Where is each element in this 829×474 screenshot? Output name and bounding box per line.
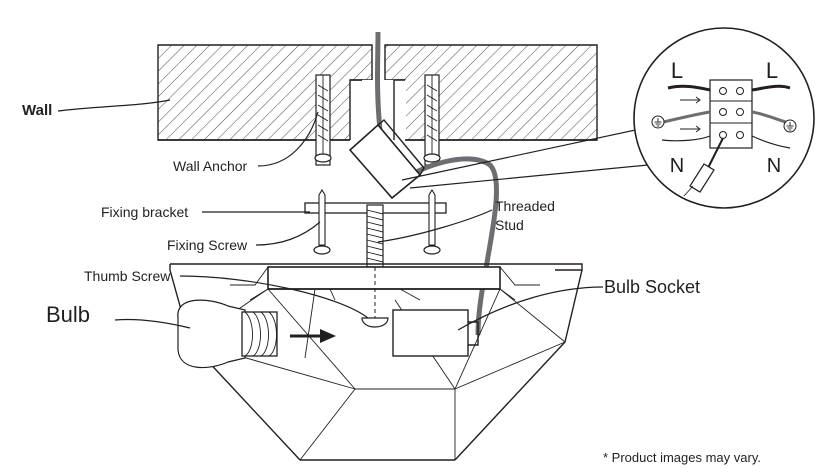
fixing-screw-label: Fixing Screw (167, 237, 248, 253)
wall-label: Wall (22, 102, 52, 119)
threaded-stud-label-line2: Stud (495, 217, 524, 233)
bulb-socket-leader (457, 286, 604, 331)
fixing-screw-right (423, 188, 441, 255)
live-label-right: L (766, 58, 778, 83)
live-label-left: L (671, 58, 683, 83)
wiring-inset (633, 27, 815, 209)
arrow-right-icon (290, 329, 336, 343)
fixing-bracket-label: Fixing bracket (101, 204, 188, 220)
threaded-stud-leader (377, 209, 493, 243)
earth-ground-icon (651, 115, 665, 129)
threaded-stud (366, 204, 384, 268)
inset-leader-upper (401, 127, 646, 181)
wall-anchor-right (423, 74, 441, 166)
bulb-socket-label: Bulb Socket (604, 277, 700, 297)
bulb-leader (114, 318, 191, 329)
thumb-screw (361, 317, 389, 328)
thumb-screw-label: Thumb Screw (84, 268, 171, 284)
wall-anchor-leader (257, 111, 319, 167)
bulb-label: Bulb (46, 302, 90, 327)
disclaimer-text: * Product images may vary. (603, 450, 761, 465)
bulb-socket (392, 309, 479, 357)
thumb-screw-leader (179, 275, 369, 319)
threaded-stud-label-line1: Threaded (495, 198, 555, 214)
fixing-screw-leader (255, 221, 321, 246)
fixing-screw-left (313, 188, 331, 255)
wall-anchor-left (314, 74, 332, 166)
lamp-shade (169, 269, 583, 461)
wall-anchor-label: Wall Anchor (173, 158, 248, 174)
wall-block-right (384, 44, 598, 141)
wall-block (157, 44, 373, 141)
screwdriver-icon (683, 137, 724, 197)
power-cable (375, 31, 499, 336)
ceiling-plate (169, 263, 583, 290)
inset-leader-lower (409, 164, 649, 189)
light-bulb (177, 299, 278, 369)
wall-leader (57, 99, 171, 112)
earth-ground-icon (783, 119, 797, 133)
neutral-label-right: N (767, 155, 781, 177)
neutral-label-left: N (670, 155, 684, 177)
